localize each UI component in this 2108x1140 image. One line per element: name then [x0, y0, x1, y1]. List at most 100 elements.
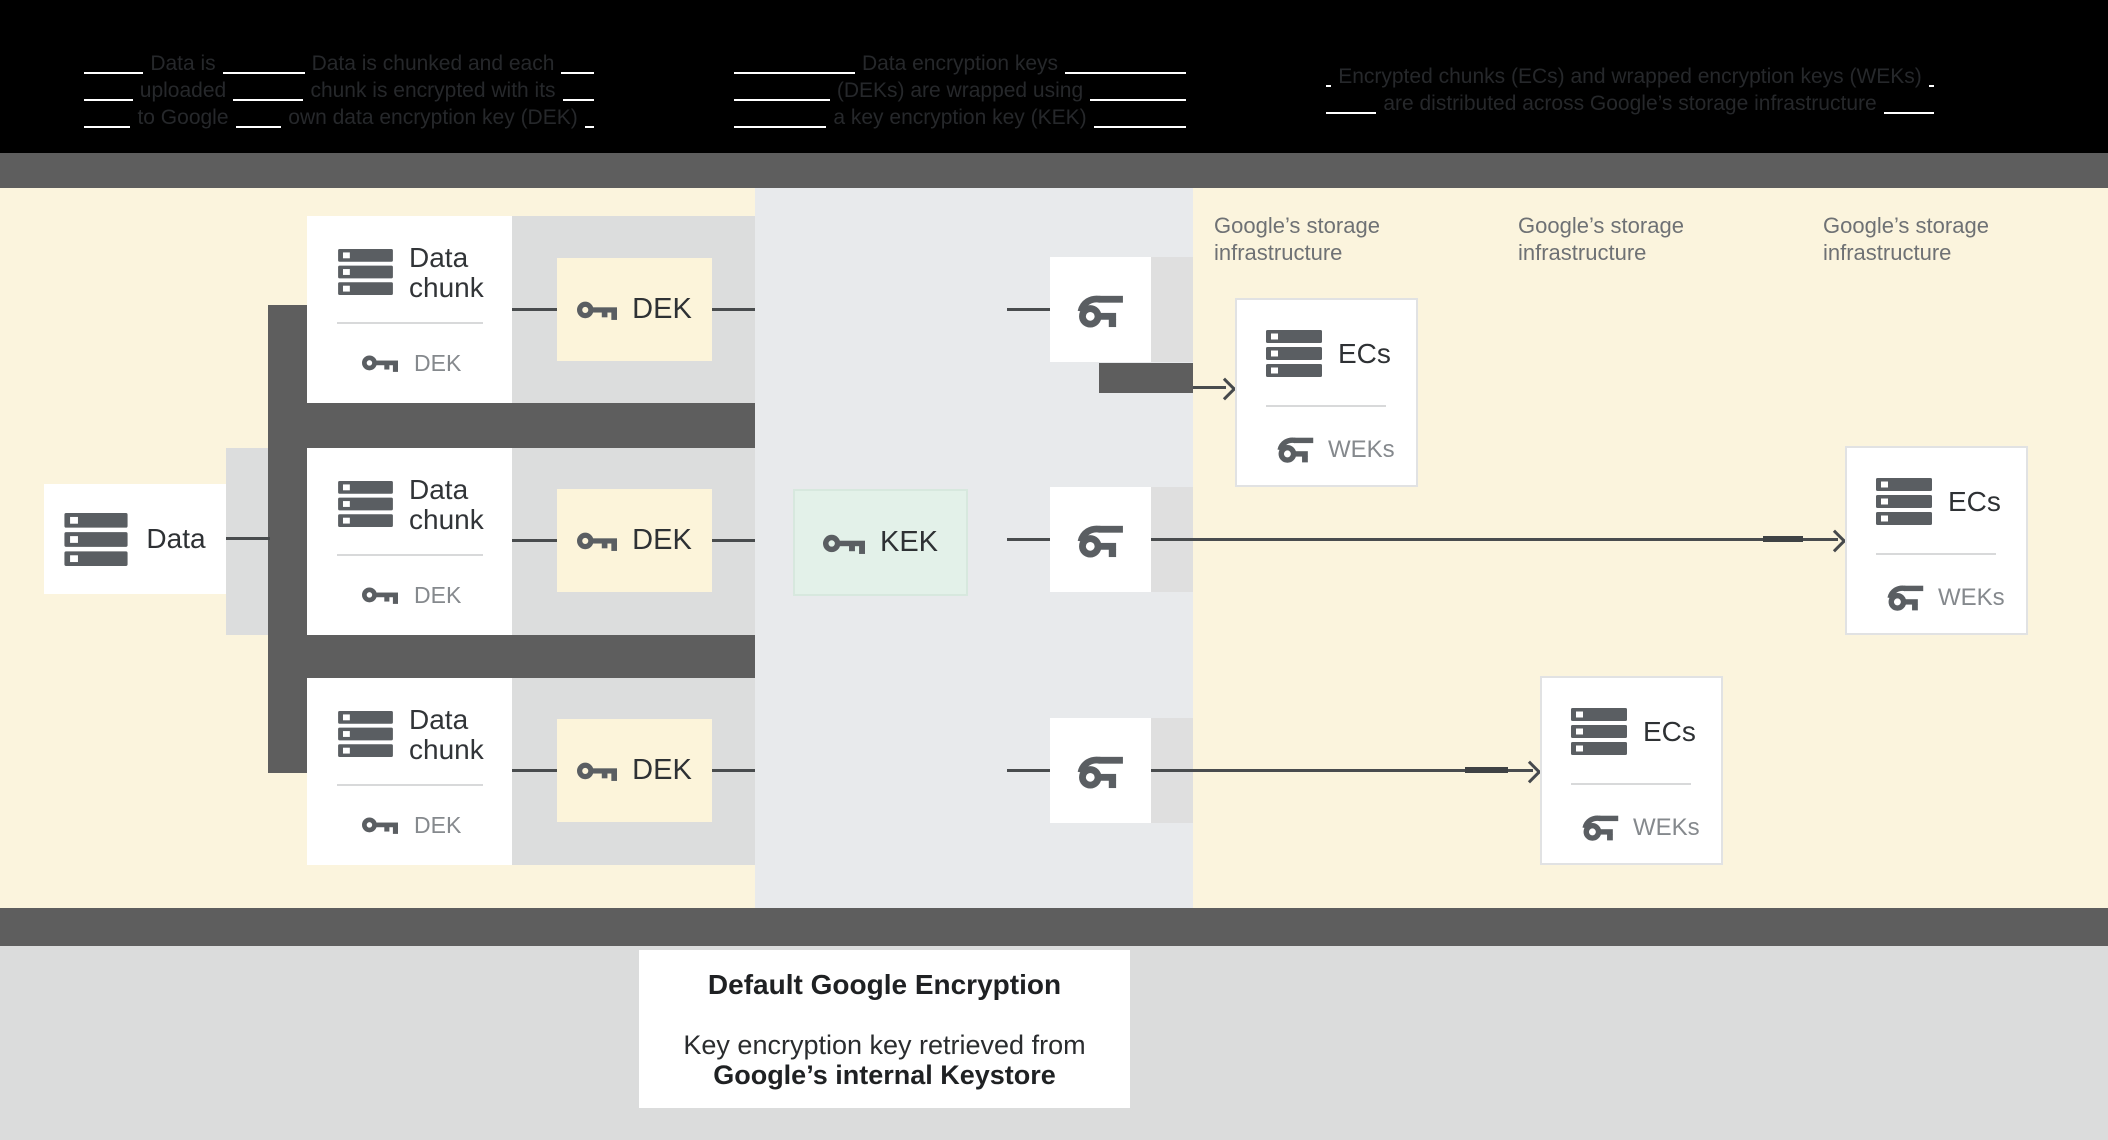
arrow-line-row-1	[1193, 386, 1226, 389]
header-step-1: Data is uploaded to Google	[84, 50, 282, 131]
footer-subtitle-line-2: Google’s internal Keystore	[713, 1060, 1056, 1090]
connector-dek-out-2	[712, 539, 755, 542]
divider	[337, 554, 483, 556]
header-step-text: a key encryption key (KEK)	[826, 104, 1094, 131]
ecs-box-2: ECs WEKs	[1845, 446, 2028, 635]
key-icon	[577, 299, 617, 320]
chunk-dek-label: DEK	[414, 350, 462, 376]
ecs-weks-label: WEKs	[1328, 436, 1395, 463]
key-icon	[577, 760, 617, 781]
wrapped-key-box-3	[1050, 718, 1151, 823]
ecs-weks-label: WEKs	[1633, 814, 1700, 841]
header-step-4: Encrypted chunks (ECs) and wrapped encry…	[1326, 63, 1934, 117]
arrow-segment-row-3	[1465, 767, 1508, 773]
data-chunk-box-1: Data chunk DEK	[307, 216, 512, 403]
data-chunk-title: Data chunk	[409, 704, 484, 765]
top-divider-bar	[0, 153, 2108, 188]
footer-title: Default Google Encryption	[707, 969, 1062, 1000]
ecs-box-3: ECs WEKs	[1540, 676, 1723, 865]
divider	[1266, 405, 1386, 407]
key-icon	[362, 353, 398, 372]
server-icon	[1876, 478, 1932, 525]
dek-box-1: DEK	[557, 258, 712, 361]
server-icon	[338, 249, 393, 295]
data-box-label: Data	[146, 523, 206, 554]
chunk-dek-label: DEK	[414, 582, 462, 608]
connector-chunk-to-dek-1	[512, 308, 557, 311]
header-caption-band: Data is uploaded to Google Data is chunk…	[0, 0, 2108, 153]
wrapped-key-box-2	[1050, 487, 1151, 592]
divider	[337, 322, 483, 324]
storage-label-1: Google’s storage infrastructure	[1214, 213, 1380, 265]
wrapped-key-icon	[1582, 811, 1619, 842]
server-icon	[338, 481, 393, 527]
arrow-line-row-2	[1151, 538, 1838, 541]
wrapped-key-box-1	[1050, 257, 1151, 362]
divider	[1876, 553, 1996, 555]
arrow-segment-row-2	[1763, 536, 1803, 542]
storage-label-3: Google’s storage infrastructure	[1823, 213, 1989, 265]
wrapped-key-strip-1	[1151, 257, 1193, 362]
connector-dek-out-1	[712, 308, 755, 311]
wrapped-key-icon	[1077, 290, 1124, 329]
storage-label-2: Google’s storage infrastructure	[1518, 213, 1684, 265]
key-icon	[362, 815, 398, 834]
server-icon	[1571, 708, 1627, 755]
wrapped-key-icon	[1887, 581, 1924, 612]
data-chunk-title: Data chunk	[409, 242, 484, 303]
ecs-box-1: ECs WEKs	[1235, 298, 1418, 487]
header-step-text: are distributed across Google’s storage …	[1376, 90, 1884, 117]
kek-box-label: KEK	[879, 526, 939, 558]
connector-chunk-to-dek-2	[512, 539, 557, 542]
header-step-3: Data encryption keys (DEKs) are wrapped …	[734, 50, 1186, 131]
arrow-line-row-3	[1151, 769, 1533, 772]
chunk-dek-label: DEK	[414, 812, 462, 838]
key-icon	[577, 530, 617, 551]
key-icon	[362, 585, 398, 604]
header-step-2: Data is chunked and each chunk is encryp…	[272, 50, 594, 131]
ecs-title: ECs	[1948, 486, 2001, 517]
ecs-title: ECs	[1643, 716, 1696, 747]
dek-box-label: DEK	[632, 293, 692, 325]
server-icon	[64, 512, 128, 566]
data-chunk-box-2: Data chunk DEK	[307, 448, 512, 635]
header-step-text: to Google	[130, 104, 236, 131]
connector-into-wrapped-key-3	[1007, 769, 1050, 772]
wrapped-key-icon	[1077, 520, 1124, 559]
ecs-title: ECs	[1338, 338, 1391, 369]
header-step-text: own data encryption key (DEK)	[281, 104, 585, 131]
data-chunk-box-3: Data chunk DEK	[307, 678, 512, 865]
header-step-text: chunk is encrypted with its	[303, 77, 563, 104]
footer-caption-card: Default Google Encryption Key encryption…	[639, 950, 1130, 1108]
server-icon	[1266, 330, 1322, 377]
wrapped-key-icon	[1077, 751, 1124, 790]
connector-dek-out-3	[712, 769, 755, 772]
header-step-text: Data is chunked and each	[304, 50, 562, 77]
data-chunk-title: Data chunk	[409, 474, 484, 535]
kek-box: KEK	[793, 489, 968, 596]
data-box: Data	[44, 484, 226, 594]
header-step-text: Data is	[143, 50, 223, 77]
divider	[337, 784, 483, 786]
header-step-text: Encrypted chunks (ECs) and wrapped encry…	[1331, 63, 1929, 90]
connector-data-to-split	[226, 537, 270, 540]
dek-box-label: DEK	[632, 524, 692, 556]
bottom-divider-bar	[0, 908, 2108, 946]
arrow-bar-row-1	[1099, 363, 1193, 393]
connector-chunk-to-dek-3	[512, 769, 557, 772]
chunk-split-horizontal-bar-2	[268, 635, 755, 678]
chunk-split-vertical-bar	[268, 305, 308, 773]
connector-into-wrapped-key-1	[1007, 308, 1050, 311]
connector-into-wrapped-key-2	[1007, 538, 1050, 541]
footer-subtitle-line-1: Key encryption key retrieved from	[683, 1030, 1086, 1060]
header-step-text: uploaded	[132, 77, 234, 104]
header-step-text: Data encryption keys	[854, 50, 1066, 77]
key-icon	[823, 532, 865, 554]
header-step-text: (DEKs) are wrapped using	[829, 77, 1091, 104]
chunk-split-horizontal-bar-1	[268, 403, 755, 448]
dek-box-label: DEK	[632, 754, 692, 786]
ecs-weks-label: WEKs	[1938, 584, 2005, 611]
divider	[1571, 783, 1691, 785]
dek-box-2: DEK	[557, 489, 712, 592]
